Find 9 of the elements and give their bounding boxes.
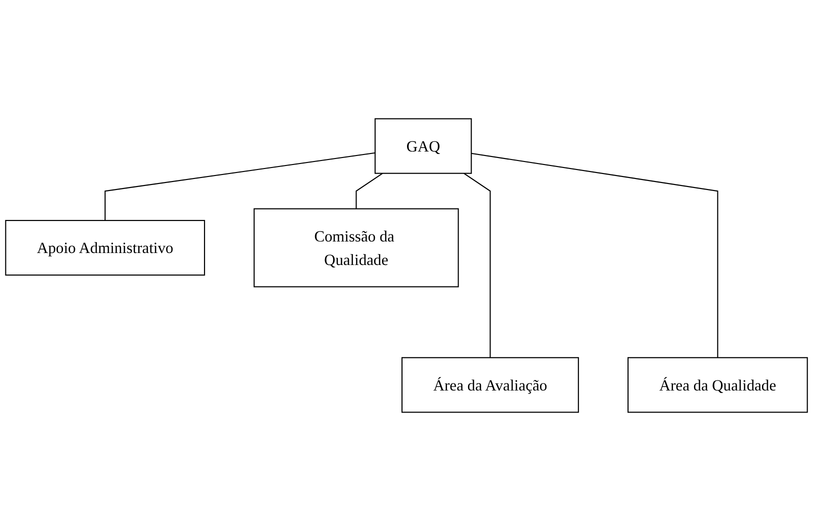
node-box: Área da Qualidade (628, 357, 808, 413)
node-box: GAQ (374, 118, 472, 174)
connector (464, 172, 491, 358)
connector (356, 172, 383, 209)
connector (104, 152, 376, 220)
node-box: Área da Avaliação (401, 357, 579, 413)
node-box: Comissão da Qualidade (254, 208, 459, 288)
connector (471, 152, 718, 358)
node-box: Apoio Administrativo (5, 220, 206, 276)
